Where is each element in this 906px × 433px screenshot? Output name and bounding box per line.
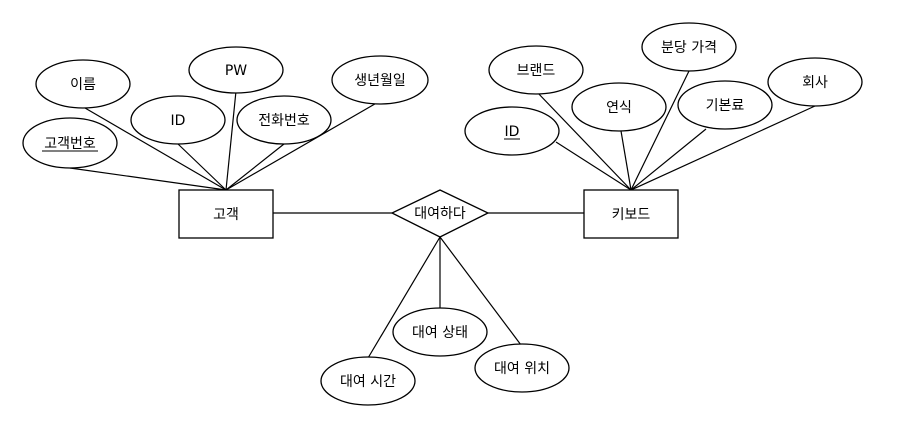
attribute-pw-label: PW bbox=[225, 63, 247, 79]
relationship-rent: 대여하다 bbox=[390, 189, 490, 238]
entity-customer: 고객 bbox=[178, 189, 274, 239]
attribute-customer-id-label: ID bbox=[171, 113, 186, 129]
attribute-rental-time: 대여 시간 bbox=[320, 356, 416, 406]
connectors bbox=[69, 70, 816, 359]
attribute-rental-time-label: 대여 시간 bbox=[340, 374, 396, 390]
attribute-company: 회사 bbox=[767, 57, 863, 107]
attribute-price-per-minute-label: 분당 가격 bbox=[661, 40, 717, 56]
attribute-brand-label: 브랜드 bbox=[517, 63, 556, 79]
entity-keyboard-label: 키보드 bbox=[612, 207, 651, 223]
edge-keyboard-company bbox=[630, 105, 816, 191]
attribute-birthdate: 생년월일 bbox=[331, 55, 429, 105]
edge-keyboard-id bbox=[555, 141, 632, 191]
edge-keyboard-brand bbox=[535, 90, 632, 191]
attribute-rental-status-label: 대여 상태 bbox=[412, 325, 468, 341]
attribute-rental-status: 대여 상태 bbox=[392, 307, 488, 357]
edge-customer-id bbox=[177, 143, 227, 191]
edge-rent-rental-time bbox=[367, 236, 441, 359]
edge-customer-customer-no bbox=[69, 167, 227, 191]
attribute-pw: PW bbox=[188, 46, 284, 94]
attribute-rental-location: 대여 위치 bbox=[474, 343, 570, 393]
relationship-rent-label: 대여하다 bbox=[414, 206, 466, 222]
edge-customer-phone bbox=[225, 143, 285, 191]
attribute-brand: 브랜드 bbox=[488, 45, 584, 95]
edge-keyboard-base-fee bbox=[630, 128, 707, 191]
attribute-customer-no-label: 고객번호 bbox=[44, 136, 96, 152]
attribute-year: 연식 bbox=[571, 82, 667, 132]
entity-keyboard: 키보드 bbox=[583, 189, 679, 239]
edge-customer-pw bbox=[225, 90, 237, 191]
attribute-base-fee: 기본료 bbox=[677, 80, 773, 130]
attribute-customer-id: ID bbox=[130, 95, 226, 145]
attribute-name-label: 이름 bbox=[70, 77, 96, 93]
attribute-phone: 전화번호 bbox=[236, 95, 332, 145]
attribute-year-label: 연식 bbox=[606, 100, 632, 116]
attribute-customer-no: 고객번호 bbox=[22, 117, 118, 169]
attribute-keyboard-id: ID bbox=[464, 106, 560, 156]
attribute-name: 이름 bbox=[35, 59, 131, 109]
attribute-base-fee-label: 기본료 bbox=[706, 98, 745, 114]
attribute-phone-label: 전화번호 bbox=[258, 113, 310, 129]
edge-customer-birthdate bbox=[225, 100, 381, 191]
edge-keyboard-year bbox=[620, 130, 632, 191]
edge-keyboard-price bbox=[630, 70, 690, 191]
edge-customer-name bbox=[84, 107, 227, 191]
edge-rent-rental-location bbox=[439, 236, 522, 346]
attribute-keyboard-id-label: ID bbox=[505, 124, 520, 140]
entity-customer-label: 고객 bbox=[213, 207, 239, 223]
attribute-rental-location-label: 대여 위치 bbox=[494, 361, 550, 377]
attribute-price-per-minute: 분당 가격 bbox=[641, 22, 737, 72]
attribute-company-label: 회사 bbox=[802, 75, 828, 91]
attribute-birthdate-label: 생년월일 bbox=[354, 73, 406, 89]
